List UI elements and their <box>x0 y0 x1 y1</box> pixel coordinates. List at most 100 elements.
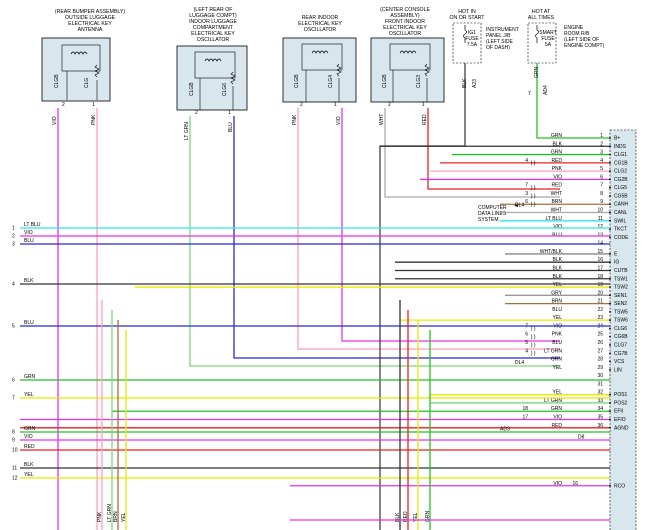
ecu-pin-name: RCO <box>614 483 625 489</box>
ecu-pin-name: TSW5 <box>614 309 628 315</box>
left-pin-number: 10 <box>12 448 18 454</box>
bottom-wire-label: YEL <box>121 512 127 522</box>
connector-mark <box>530 334 533 340</box>
ecu-pin-name: EFIO <box>614 417 626 423</box>
ecu-pin-number: 9 <box>600 199 603 205</box>
ecu-pin-number: 32 <box>597 390 603 396</box>
ecu-pin-number: 10 <box>597 208 603 214</box>
pin-dot <box>609 294 611 297</box>
inline-pin-number: 4 <box>525 158 528 164</box>
ecu-pin-number: 30 <box>597 373 603 379</box>
component-label-front-oscillator: (CENTER CONSOLE ASSEMBLY) FRONT INDOOR E… <box>380 7 430 37</box>
pin-dot <box>609 161 611 164</box>
ecu-pin-number: 20 <box>597 290 603 296</box>
fuse-desc: ENGINE COMPT) <box>564 43 605 49</box>
connector-mark <box>533 185 536 191</box>
fuse-name: 7.5A <box>467 42 478 48</box>
fuse-ig1: IG1 FUSE 7.5A INSTRUMENT PANEL J/B (LEFT… <box>452 22 519 64</box>
label-line: ON OR START <box>450 15 486 21</box>
label-line: HOT IN <box>458 9 476 15</box>
ecu-wire-label: BLK <box>553 274 563 280</box>
left-pin-number: 4 <box>12 282 15 288</box>
ecu-pin-name: INDS <box>614 144 627 150</box>
pin-dot <box>609 310 611 313</box>
connector-code: 17 <box>522 415 528 421</box>
connector-mark <box>530 201 533 207</box>
ecu-wire-label: YEL <box>553 390 563 396</box>
connector-mark <box>530 325 533 332</box>
pin-dot <box>609 319 611 322</box>
pin-dot <box>609 393 611 396</box>
ecu-pin-name: TSW6 <box>614 318 628 324</box>
fuse-desc: INSTRUMENT <box>486 27 519 33</box>
ecu-wire-label: VIO <box>553 415 562 421</box>
inline-pin-number: 7 <box>525 183 528 189</box>
left-pin-number: 8 <box>12 430 15 436</box>
ecu-wire-label: GRN <box>551 133 563 139</box>
ecu-pin-number: 36 <box>597 423 603 429</box>
module-luggage-oscillator: CLGB CLG6 2 1 <box>176 45 248 116</box>
ecu-wire-label: RED <box>551 158 562 164</box>
component-label-luggage-oscillator: (LEFT REAR OF LUGGAGE COMPT) INDOOR LUGG… <box>189 7 237 43</box>
ecu-pin-number: 3 <box>600 150 603 156</box>
ecu-pin-number: 15 <box>597 249 603 255</box>
label-line: DATA LINES <box>478 211 507 217</box>
ecu-pin-name: CUTB <box>614 268 628 274</box>
resistor-symbol <box>424 63 430 77</box>
pin-name: CLG4 <box>328 75 334 88</box>
connector-ad4: AD4 <box>543 85 549 95</box>
ecu-pin-name: CANH <box>614 202 629 208</box>
ecu-pin-number: 4 <box>600 158 603 164</box>
ecu-pin-name: CLG6 <box>614 326 627 332</box>
ecu-pin-name: B+ <box>614 136 620 142</box>
left-pin-number: 5 <box>12 324 15 330</box>
coil-symbol <box>70 51 88 55</box>
ecu-pin-name: CLG2 <box>614 169 627 175</box>
resistor-symbol <box>94 64 100 78</box>
pin-num: 1 <box>92 102 95 108</box>
ecu-wire-label: GRY <box>551 290 562 296</box>
ecu-pin-name: TSW1 <box>614 276 628 282</box>
component-label-rear-oscillator: REAR INDOOR ELECTRICAL KEY OSCILLATOR <box>298 15 342 33</box>
pin-dot <box>609 261 611 264</box>
label-line: ANTENNA <box>78 27 103 33</box>
label-line: ELECTRICAL KEY <box>191 31 235 37</box>
wire-label: PNK <box>91 114 97 125</box>
ecu-pin-name: CODE <box>614 235 629 241</box>
left-wire-label: VIO <box>24 230 33 236</box>
wire-grn-smart <box>536 63 610 139</box>
inline-pin-number: 6 <box>525 199 528 205</box>
pin-dot <box>609 137 611 139</box>
ecu-pin-name: CG6B <box>614 334 628 340</box>
ecu-wire-label: VIO <box>553 224 562 230</box>
label-line: LUGGAGE COMPT) <box>189 13 237 19</box>
pin-dot <box>609 410 611 413</box>
connector-code: AD3 <box>500 426 510 432</box>
ecu-wire-label: BLU <box>552 307 562 313</box>
label-line: ALL TIMES <box>528 15 555 21</box>
fuse-box <box>452 22 482 64</box>
ecu-wire-label: LT BLU <box>546 216 563 222</box>
fuse-smart: SMART FUSE 5A ENGINE ROOM R/B (LEFT SIDE… <box>527 22 605 64</box>
fuse-desc: (LEFT SIDE OF <box>564 37 599 43</box>
pin-name: CLGB <box>294 74 300 88</box>
label-line: OUTSIDE LUGGAGE <box>65 15 116 21</box>
bottom-wire-label: RED <box>403 511 409 522</box>
ecu-wire-label: YEL <box>553 282 563 288</box>
pin-dot <box>609 286 611 288</box>
ecu-wire-label: YEL <box>553 315 563 321</box>
pin-dot <box>609 253 611 255</box>
ecu-pin-name: IG <box>614 260 619 266</box>
pin-dot <box>609 352 611 355</box>
pin-dot <box>609 426 611 429</box>
inline-pin-number: 3 <box>525 191 528 197</box>
pin-name: CLGB <box>189 82 195 96</box>
fuse-desc: (LEFT SIDE <box>486 39 514 45</box>
bottom-wire-label: BRN <box>113 511 119 522</box>
ecu-wire-label: GRN <box>551 150 563 156</box>
pin-dot <box>609 219 611 222</box>
ecu-pin-name: SEN1 <box>614 293 627 299</box>
pin-dot <box>609 368 611 371</box>
left-wire-label: BLK <box>24 462 34 468</box>
